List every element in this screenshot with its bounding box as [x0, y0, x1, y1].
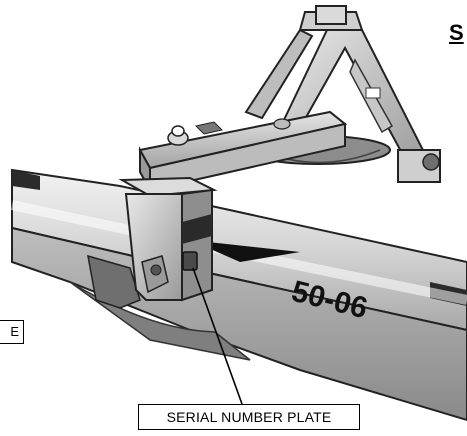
callout-leader-line: [192, 267, 243, 405]
page-heading-fragment: S: [449, 20, 464, 45]
left-callout-label: E: [0, 320, 24, 344]
main-beam: [138, 110, 348, 194]
hitch-a-frame: [244, 5, 441, 183]
serial-number-plate: [182, 251, 198, 271]
serial-number-plate-label: SERIAL NUMBER PLATE: [138, 404, 360, 430]
blade-mount-housing: [118, 176, 218, 302]
grading-blade: 50-06: [10, 168, 467, 422]
